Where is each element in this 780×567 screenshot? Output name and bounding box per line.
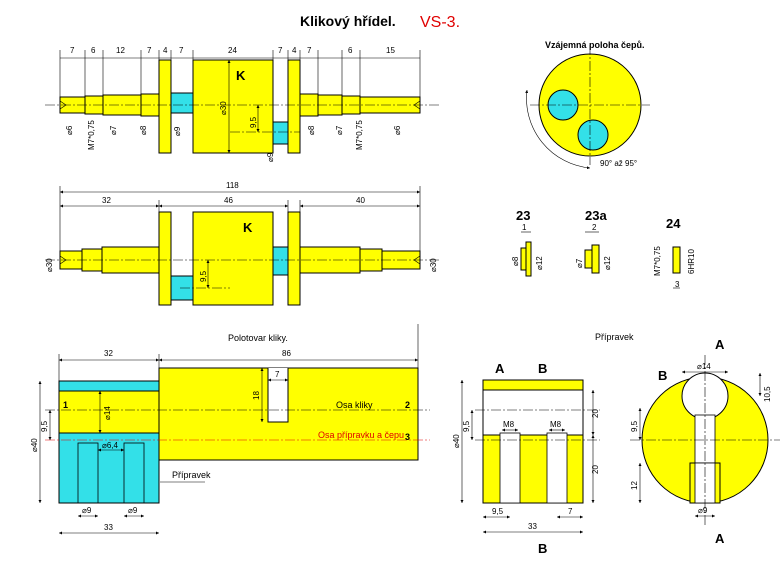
drawing-code: VS-3. [420, 14, 460, 31]
section-dim-12: 12 [630, 481, 639, 490]
blank-dim-7: 7 [275, 370, 280, 379]
fixture-view: Přípravek A B M8 M8 20 20 ⌀40 9,5 9,5 7 … [452, 332, 634, 556]
detail-23-label: 23 [516, 208, 530, 223]
diam-8-left: ⌀8 [139, 125, 148, 135]
section-dim-10-5: 10,5 [763, 386, 772, 402]
dim-9-5: 9,5 [249, 116, 258, 128]
blank-dim-33: 33 [104, 523, 113, 532]
osa-pripravku-label: Osa přípravku a čepu [318, 430, 404, 440]
detail-24-bottom: 3 [675, 280, 680, 289]
fixture-M8b: M8 [550, 420, 562, 429]
dim-9-5-mid: 9,5 [199, 270, 208, 282]
crank-k-label: K [236, 68, 246, 83]
dim-24: 24 [228, 46, 237, 55]
detail-23a-b: ⌀12 [603, 256, 612, 270]
dim-32: 32 [102, 196, 111, 205]
section-view: B A ⌀14 10,5 9,5 12 ⌀9 A [630, 337, 780, 546]
section-A-bottom: A [715, 531, 725, 546]
diam-6-left: ⌀6 [65, 125, 74, 135]
diam-8-right: ⌀8 [307, 125, 316, 135]
diam-30-right: ⌀30 [429, 258, 438, 272]
blank-dim-14: ⌀14 [103, 406, 112, 420]
dim-7d: 7 [278, 46, 283, 55]
detail-23a-top: 2 [592, 223, 597, 232]
dim-46: 46 [224, 196, 233, 205]
fixture-B-top: B [538, 361, 547, 376]
blank-dim-9b: ⌀9 [128, 506, 138, 515]
thread-right: M7*0,75 [355, 120, 364, 150]
blank-dim-86: 86 [282, 349, 291, 358]
section-dim-14: ⌀14 [697, 362, 711, 371]
detail-24-label: 24 [666, 216, 681, 231]
section-A-top: A [715, 337, 725, 352]
dim-12: 12 [116, 46, 125, 55]
fixture-dim-40: ⌀40 [452, 434, 461, 448]
diam-7-right: ⌀7 [335, 125, 344, 135]
fixture-dim-20b: 20 [591, 465, 600, 474]
detail-23-b: ⌀12 [535, 256, 544, 270]
osa-kliky-label: Osa kliky [336, 400, 373, 410]
detail-23a: 23a 2 ⌀7 ⌀12 [575, 208, 612, 274]
detail-24-b: 6HR10 [687, 249, 696, 274]
dim-15: 15 [386, 46, 395, 55]
fixture-dim-33: 33 [528, 522, 537, 531]
crankshaft-front-view: K 118 32 46 40 ⌀30 ⌀30 9,5 [45, 181, 440, 306]
detail-23a-label: 23a [585, 208, 607, 223]
dim-7b: 7 [147, 46, 152, 55]
detail-24: 24 3 M7*0,75 6HR10 [653, 216, 696, 289]
blank-title: Polotovar kliky. [228, 333, 288, 343]
detail-23-top: 1 [522, 223, 527, 232]
diam-30-left: ⌀30 [45, 258, 54, 272]
section-dim-9: ⌀9 [698, 506, 708, 515]
blank-dim-40: ⌀40 [30, 438, 39, 452]
pin-position-view: Vzájemná poloha čepů. 90° až 95° [525, 40, 650, 170]
dim-7e: 7 [307, 46, 312, 55]
fixture-dim-9-5: 9,5 [462, 420, 471, 432]
marker-1: 1 [63, 400, 68, 410]
marker-2: 2 [405, 400, 410, 410]
crank-blank-view: Polotovar kliky. 1 2 3 Osa kliky Osa pří… [30, 324, 430, 535]
fixture-dim-7: 7 [568, 507, 573, 516]
dim-4a: 4 [163, 46, 168, 55]
blank-dim-6-4: ⌀6,4 [102, 441, 118, 450]
thread-left: M7*0,75 [87, 120, 96, 150]
crank-k-label-2: K [243, 220, 253, 235]
dim-7a: 7 [70, 46, 75, 55]
blank-dim-32: 32 [104, 349, 113, 358]
fixture-title: Přípravek [595, 332, 634, 342]
diam-9-pin: ⌀9 [266, 152, 275, 162]
dim-4b: 4 [292, 46, 297, 55]
angle-label: 90° až 95° [600, 159, 637, 168]
fixture-A: A [495, 361, 505, 376]
diam-30: ⌀30 [219, 101, 228, 115]
fixture-dim-9-5b: 9,5 [492, 507, 504, 516]
dim-7c: 7 [179, 46, 184, 55]
pin-title: Vzájemná poloha čepů. [545, 40, 645, 50]
dim-40: 40 [356, 196, 365, 205]
dim-118: 118 [226, 181, 239, 190]
blank-dim-18: 18 [252, 391, 261, 400]
blank-dim-9a: ⌀9 [82, 506, 92, 515]
detail-23: 23 1 ⌀8 ⌀12 [511, 208, 544, 277]
drawing-title: Klikový hřídel. [300, 13, 396, 29]
diam-7-left: ⌀7 [109, 125, 118, 135]
dim-6b: 6 [348, 46, 353, 55]
detail-23-a: ⌀8 [511, 256, 520, 266]
crankshaft-top-view: K 7 6 12 7 4 7 24 7 4 7 6 15 ⌀6 M7*0,75 … [45, 46, 440, 162]
marker-3: 3 [405, 432, 410, 442]
diam-9-left: ⌀9 [173, 126, 182, 136]
diam-6-right: ⌀6 [393, 125, 402, 135]
fixture-M8a: M8 [503, 420, 515, 429]
section-dim-9-5: 9,5 [630, 420, 639, 432]
section-B: B [658, 368, 667, 383]
detail-24-a: M7*0,75 [653, 246, 662, 276]
fixture-dim-20a: 20 [591, 409, 600, 418]
blank-dim-9-5: 9,5 [40, 420, 49, 432]
pripravek-label: Přípravek [172, 470, 211, 480]
detail-23a-a: ⌀7 [575, 258, 584, 268]
fixture-B-bottom: B [538, 541, 547, 556]
dim-6a: 6 [91, 46, 96, 55]
